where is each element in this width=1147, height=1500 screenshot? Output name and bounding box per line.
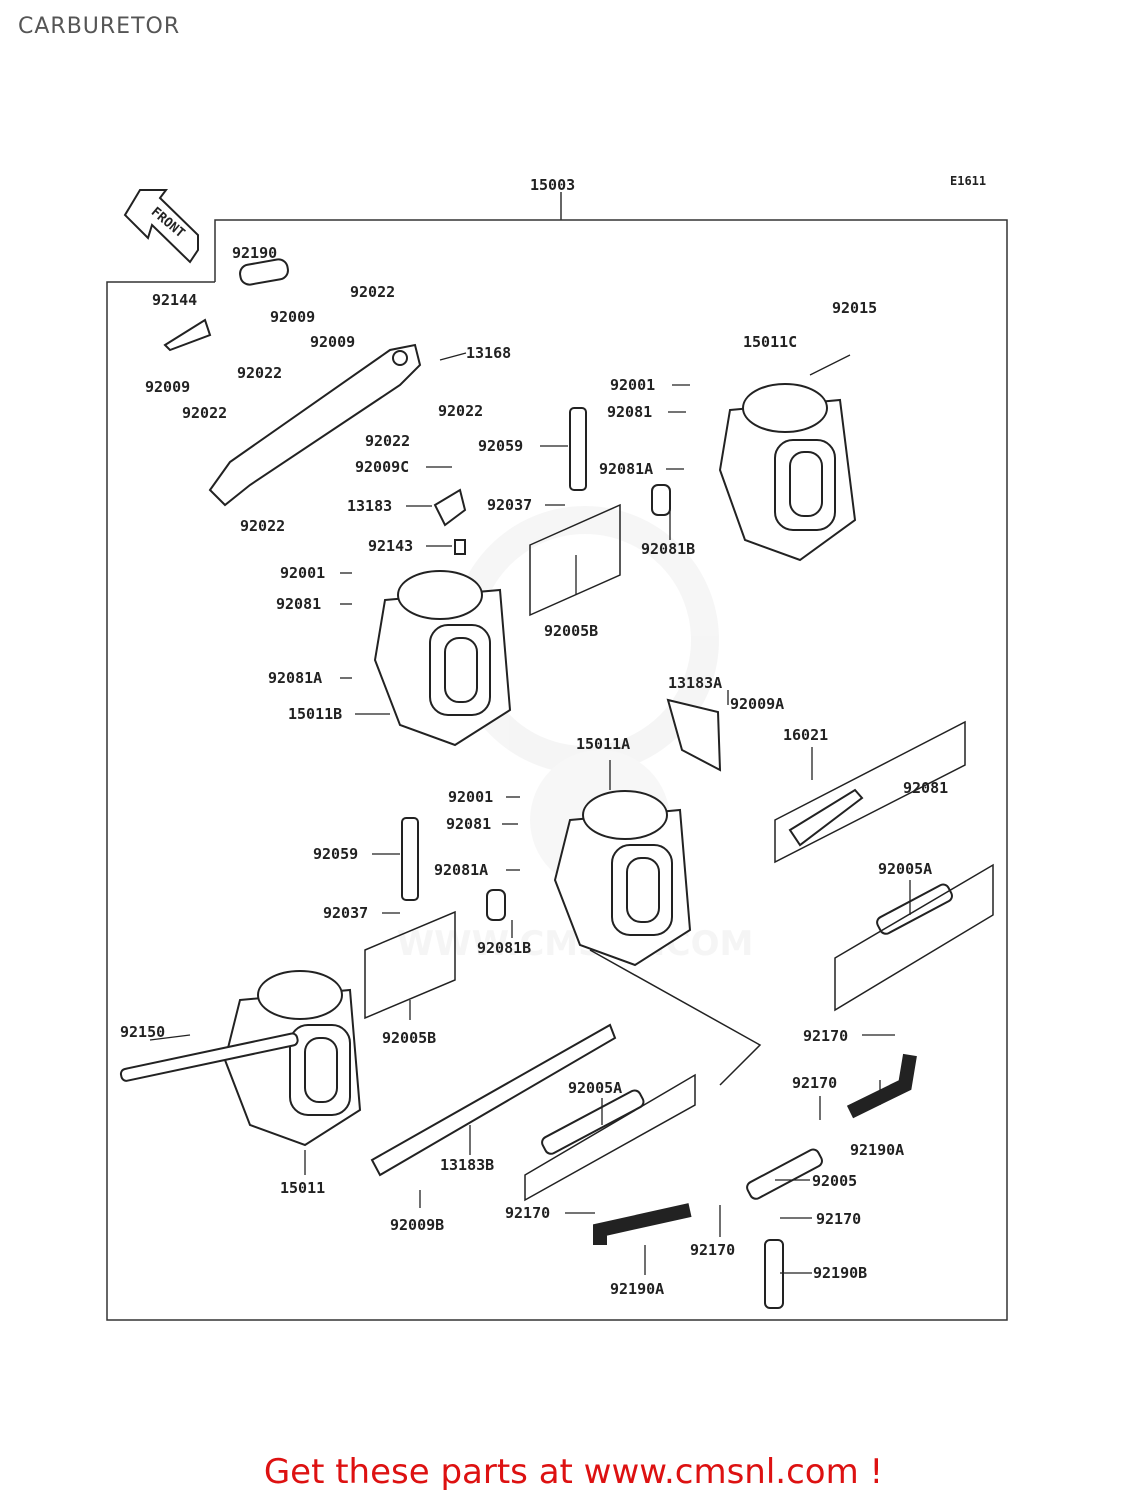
part-label: 92001 bbox=[280, 564, 325, 582]
part-label: 92005 bbox=[812, 1172, 857, 1190]
part-label: 92081A bbox=[434, 861, 488, 879]
part-label: 13183 bbox=[347, 497, 392, 515]
part-label: 92081A bbox=[268, 669, 322, 687]
small-parts bbox=[119, 258, 953, 1309]
part-label: 92022 bbox=[438, 402, 483, 420]
bracket-13168-icon bbox=[208, 343, 422, 507]
carburetor-15011b-icon bbox=[373, 570, 512, 747]
part-label: 92022 bbox=[365, 432, 410, 450]
part-label: 92009 bbox=[145, 378, 190, 396]
part-label: 92005B bbox=[382, 1029, 436, 1047]
parts-diagram: WWW.CMSNL.COM FRONT bbox=[106, 174, 1008, 1321]
assembly-frame bbox=[106, 192, 1008, 1321]
part-label: 15003 bbox=[530, 176, 575, 194]
part-label: 92009 bbox=[310, 333, 355, 351]
part-label: 92081 bbox=[903, 779, 948, 797]
part-label: 92081B bbox=[477, 939, 531, 957]
part-label: 92081 bbox=[446, 815, 491, 833]
part-label: 92190A bbox=[610, 1280, 664, 1298]
part-label: 13183A bbox=[668, 674, 722, 692]
part-label: 15011B bbox=[288, 705, 342, 723]
part-label: 13183B bbox=[440, 1156, 494, 1174]
part-label: 92009C bbox=[355, 458, 409, 476]
part-label: 92022 bbox=[350, 283, 395, 301]
part-label: 92170 bbox=[816, 1210, 861, 1228]
part-label: 92005B bbox=[544, 622, 598, 640]
part-label: 15011C bbox=[743, 333, 797, 351]
part-label: 92143 bbox=[368, 537, 413, 555]
part-label: 15011 bbox=[280, 1179, 325, 1197]
part-label: 92170 bbox=[505, 1204, 550, 1222]
part-label: 92170 bbox=[690, 1241, 735, 1259]
part-label: 92022 bbox=[182, 404, 227, 422]
part-label: 92059 bbox=[313, 845, 358, 863]
part-label: 92015 bbox=[832, 299, 877, 317]
part-label: 92190A bbox=[850, 1141, 904, 1159]
part-label: 92009A bbox=[730, 695, 784, 713]
part-label: 92005A bbox=[568, 1079, 622, 1097]
part-label: 92022 bbox=[237, 364, 282, 382]
leader-lines bbox=[149, 352, 911, 1275]
part-label: 92022 bbox=[240, 517, 285, 535]
part-labels: 15003 E1611 92190 92144 92022 92009 9200… bbox=[120, 174, 986, 1298]
part-label: 92190B bbox=[813, 1264, 867, 1282]
part-label: 16021 bbox=[783, 726, 828, 744]
part-label: 92081 bbox=[276, 595, 321, 613]
part-label: 92081 bbox=[607, 403, 652, 421]
part-label: 92170 bbox=[803, 1027, 848, 1045]
carburetor-15011-icon bbox=[223, 970, 362, 1147]
promo-link[interactable]: Get these parts at www.cmsnl.com ! bbox=[263, 1452, 884, 1492]
part-label: 92059 bbox=[478, 437, 523, 455]
front-arrow-icon: FRONT bbox=[123, 189, 199, 264]
kit-boxes bbox=[364, 503, 994, 1202]
part-label: 92170 bbox=[792, 1074, 837, 1092]
part-label: 15011A bbox=[576, 735, 630, 753]
page-title: CARBURETOR bbox=[18, 14, 181, 39]
part-label: 92009 bbox=[270, 308, 315, 326]
part-label: 92001 bbox=[448, 788, 493, 806]
part-label: 92081B bbox=[641, 540, 695, 558]
diagram-ref-code: E1611 bbox=[950, 174, 986, 188]
part-label: 92009B bbox=[390, 1216, 444, 1234]
carburetor-15011a-icon bbox=[553, 790, 692, 967]
part-label: 92037 bbox=[487, 496, 532, 514]
carburetor-15011c-icon bbox=[718, 383, 857, 562]
part-label: 92144 bbox=[152, 291, 197, 309]
part-label: 92037 bbox=[323, 904, 368, 922]
part-label: 92001 bbox=[610, 376, 655, 394]
part-label: 92150 bbox=[120, 1023, 165, 1041]
part-label: 92190 bbox=[232, 244, 277, 262]
part-label: 13168 bbox=[466, 344, 511, 362]
part-label: 92005A bbox=[878, 860, 932, 878]
part-label: 92081A bbox=[599, 460, 653, 478]
